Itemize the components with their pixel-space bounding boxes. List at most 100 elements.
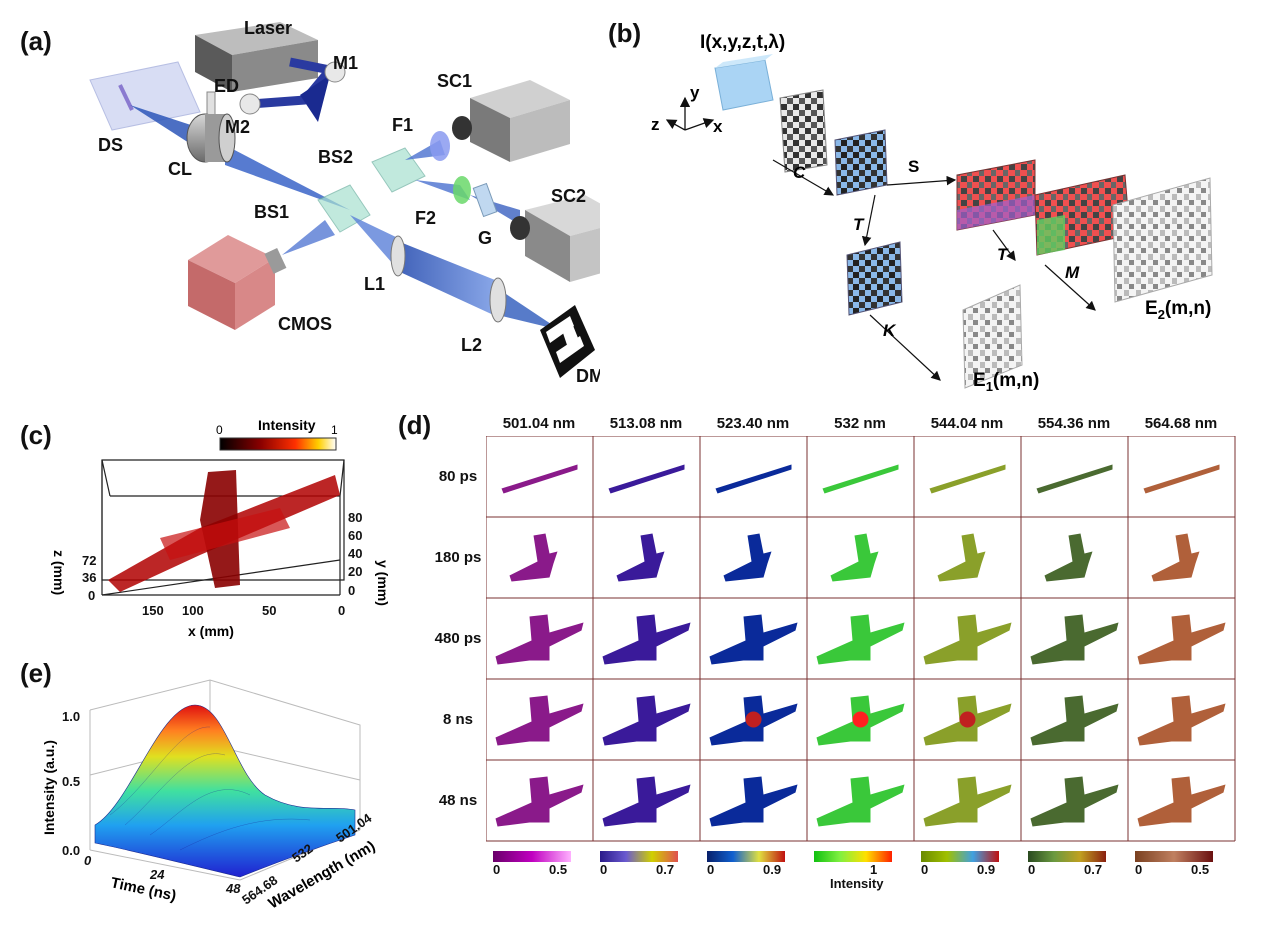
coded-mask: [779, 89, 828, 173]
label-ed: ED: [214, 76, 239, 96]
op-s: S: [908, 157, 919, 176]
d-cell-object: [816, 695, 905, 746]
c-ytick-3: 40: [348, 546, 362, 561]
d-colorbar-min: 0: [1135, 862, 1143, 877]
label-dmd: DMD: [576, 366, 600, 386]
d-colorbar: [814, 851, 892, 862]
c-ytick-5: 0: [348, 583, 355, 598]
c-colorbar: [219, 437, 337, 451]
op-t1: T: [853, 215, 865, 234]
d-cell-object: [723, 533, 772, 582]
d-cell-object: [715, 464, 792, 494]
laser-box: [195, 22, 318, 92]
d-cell-object: [923, 614, 1012, 665]
expander-cone: [300, 75, 330, 122]
d-colorbar: [493, 851, 571, 862]
d-cell-object: [1137, 614, 1226, 665]
panel-label-d: (d): [398, 410, 432, 440]
e-ttick-3: 48: [225, 881, 241, 896]
d-row-header: 48 ns: [438, 792, 478, 809]
d-cell-object: [816, 776, 905, 827]
d-cell-object: [816, 614, 905, 665]
d-cell-object: [608, 464, 685, 494]
label-f2: F2: [415, 208, 436, 228]
measurement-e2: [1112, 177, 1213, 303]
op-t2: T: [997, 245, 1009, 264]
beam-cl-bs: [225, 145, 350, 210]
label-laser: Laser: [244, 18, 292, 38]
d-cell-object: [830, 533, 879, 582]
streak-camera-sc1: [452, 80, 570, 162]
d-cell-object: [709, 776, 798, 827]
objective-lens-cl: [186, 113, 236, 163]
d-image-grid: [486, 436, 1236, 842]
c-xtick-4: 0: [338, 603, 345, 618]
d-cell-object: [1030, 695, 1119, 746]
c-xtick-2: 100: [182, 603, 204, 618]
d-col-header: 523.40 nm: [716, 415, 790, 432]
d-colorbar: [600, 851, 678, 862]
c-ylabel: y (mm): [375, 560, 391, 606]
e-ylabel: Intensity (a.u.): [41, 740, 57, 835]
d-row-header: 180 ps: [434, 549, 482, 566]
label-bs2: BS2: [318, 147, 353, 167]
d-cell-object: [495, 614, 584, 665]
dataflow-diagram: I(x,y,z,t,λ) y x z C S T T M E2(m,n) K E…: [651, 32, 1213, 394]
d-cell-object: [602, 695, 691, 746]
d-cell-object: [501, 464, 578, 494]
d-colorbar-min: 0: [1028, 862, 1036, 877]
d-colorbar-max: 0.9: [977, 862, 996, 877]
beam-ds-cl: [130, 105, 200, 150]
d-colorbar-max: 0.9: [763, 862, 782, 877]
d-cell-object: [1143, 464, 1220, 494]
d-col-header: 554.36 nm: [1037, 415, 1111, 432]
d-colorbar: [1028, 851, 1106, 862]
d-cell-object: [1030, 776, 1119, 827]
d-colorbar: [921, 851, 999, 862]
panel-label-a: (a): [20, 26, 52, 56]
lens-l1: [390, 235, 406, 277]
d-colorbar: [707, 851, 785, 862]
d-cell-object: [1137, 695, 1226, 746]
d-colorbar-max: 0.7: [656, 862, 675, 877]
panel-label-e: (e): [20, 658, 52, 688]
diffuser-screen: [89, 61, 201, 131]
e-surface: [94, 704, 356, 878]
op-k: K: [883, 321, 897, 340]
reconstruction-3d: Intensity 0 1 150 100 50 0 80 60 40 20 0…: [51, 417, 391, 639]
datacube: [714, 54, 774, 111]
op-m: M: [1065, 263, 1080, 282]
label-sc2: SC2: [551, 186, 586, 206]
mirror-m1: [324, 61, 346, 83]
d-colorbar-label: Intensity: [830, 876, 884, 891]
d-row-header: 8 ns: [442, 711, 473, 728]
d-cell-object: [709, 614, 798, 665]
label-m1: M1: [333, 53, 358, 73]
d-cell-object: [709, 695, 798, 746]
panel-label-c: (c): [20, 420, 52, 450]
label-g: G: [478, 228, 492, 248]
d-cell-object: [1030, 614, 1119, 665]
d-colorbar-max: 1: [870, 862, 878, 877]
cmos-camera: [188, 235, 287, 330]
c-xlabel: x (mm): [188, 623, 234, 639]
d-cell-object: [602, 776, 691, 827]
c-ytick-4: 20: [348, 564, 362, 579]
e-itick-2: 0.5: [62, 774, 80, 789]
label-f1: F1: [392, 115, 413, 135]
label-e1: E1(m,n): [973, 370, 1039, 394]
c-colorbar-min: 0: [216, 423, 223, 437]
d-col-header: 501.04 nm: [502, 415, 576, 432]
mirror-m2: [239, 93, 261, 115]
label-cl: CL: [168, 159, 192, 179]
measurement-e1: [962, 284, 1023, 389]
label-ds: DS: [98, 135, 123, 155]
axis-x: x: [713, 117, 723, 136]
label-cmos: CMOS: [278, 314, 332, 334]
sheared-blue-cube: [846, 241, 903, 316]
label-e2: E2(m,n): [1145, 298, 1211, 322]
spectral-temporal-surface: 1.0 0.5 0.0 0 24 48 564.68 532 501.04 In…: [41, 679, 378, 912]
filter-f2: [453, 176, 471, 204]
label-l1: L1: [364, 274, 385, 294]
d-col-header: 532 nm: [834, 415, 886, 432]
